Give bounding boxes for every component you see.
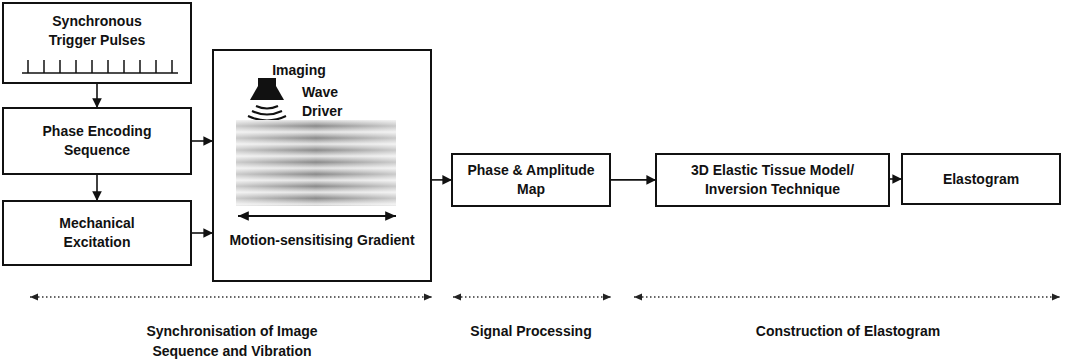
box-label: Synchronous Trigger Pulses — [27, 12, 167, 50]
pulse-tick — [139, 60, 141, 73]
flow-arrow — [192, 140, 212, 142]
box-label: Phase & Amplitude Map — [466, 161, 596, 199]
box-label: Phase Encoding Sequence — [27, 122, 167, 160]
process-box: Phase Encoding Sequence — [2, 107, 192, 175]
pulse-tick — [59, 60, 61, 73]
pulse-tick — [171, 60, 173, 73]
pulse-tick — [107, 60, 109, 73]
box-label: Wave Driver — [302, 83, 358, 121]
imaging-box: ImagingWave DriverMotion-sensitising Gra… — [212, 49, 432, 282]
section-label: Signal Processing — [446, 322, 616, 342]
pulse-tick — [155, 60, 157, 73]
flow-arrow — [432, 179, 451, 181]
process-box: Mechanical Excitation — [2, 200, 192, 266]
box-label: Mechanical Excitation — [32, 214, 162, 252]
section-label: Synchronisation of Image Sequence and Vi… — [117, 322, 347, 361]
wave-driver-icon — [248, 78, 286, 121]
box-label: 3D Elastic Tissue Model/ Inversion Techn… — [665, 161, 880, 199]
box-label: Motion-sensitising Gradient — [219, 231, 425, 250]
gradient-arrow — [238, 215, 396, 217]
pulse-tick — [27, 60, 29, 73]
pulse-tick — [75, 60, 77, 73]
flow-arrow — [890, 178, 901, 180]
flow-arrow — [192, 232, 212, 234]
process-box: Synchronous Trigger Pulses — [2, 2, 192, 84]
process-box: Phase & Amplitude Map — [451, 153, 611, 207]
pulse-tick — [91, 60, 93, 73]
pulse-tick — [43, 60, 45, 73]
pulse-tick — [123, 60, 125, 73]
flow-arrow — [96, 84, 98, 107]
trigger-pulse-train — [22, 60, 178, 73]
section-span-arrows — [30, 296, 1060, 297]
box-label: Elastogram — [943, 170, 1019, 189]
process-box: Elastogram — [901, 153, 1061, 205]
tissue-wave-image — [236, 120, 396, 206]
flow-arrow — [96, 175, 98, 200]
flow-arrow — [611, 179, 655, 181]
box-label: Imaging — [254, 61, 344, 80]
process-box: 3D Elastic Tissue Model/ Inversion Techn… — [655, 153, 890, 207]
section-label: Construction of Elastogram — [718, 322, 978, 342]
